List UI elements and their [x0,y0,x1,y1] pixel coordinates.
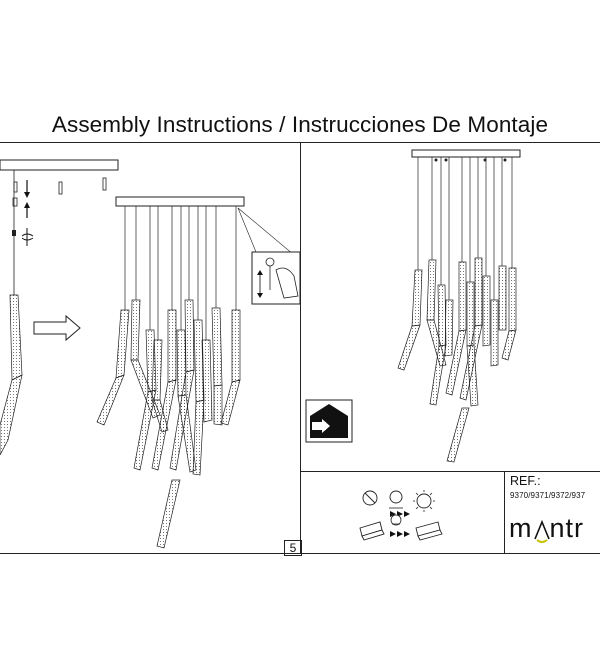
pendant-cluster-final [397,157,517,463]
title-block-divider [504,471,505,554]
led-driver-icon [359,521,443,541]
frame-bottom-line [0,553,600,554]
multi-pendant-canopy [115,196,245,207]
final-canopy [411,149,521,162]
small-canopy-illustration [0,159,119,236]
page-title: Assembly Instructions / Instrucciones De… [51,112,549,137]
cable-adjust-icon [21,180,34,246]
step-number-box: 5 [284,540,302,556]
brand-logo: m ntr [509,513,584,544]
indoor-use-house-icon [305,399,353,443]
hand-push-icon [237,207,301,305]
led-icon [413,490,435,512]
bulb-included-icon [390,514,402,526]
hollow-right-arrow-icon [33,314,81,342]
forward-arrows [390,511,410,537]
frame-divider-vertical [300,142,301,554]
ref-codes: 9370/9371/9372/937 [510,491,586,500]
ref-label: REF.: [510,474,541,488]
single-pendant-illustration [0,170,23,456]
title-block-top-line [300,471,600,472]
pendant-cluster-left [96,206,241,549]
no-dimmer-icon [362,490,403,509]
brand-name: m ntr [509,513,585,543]
